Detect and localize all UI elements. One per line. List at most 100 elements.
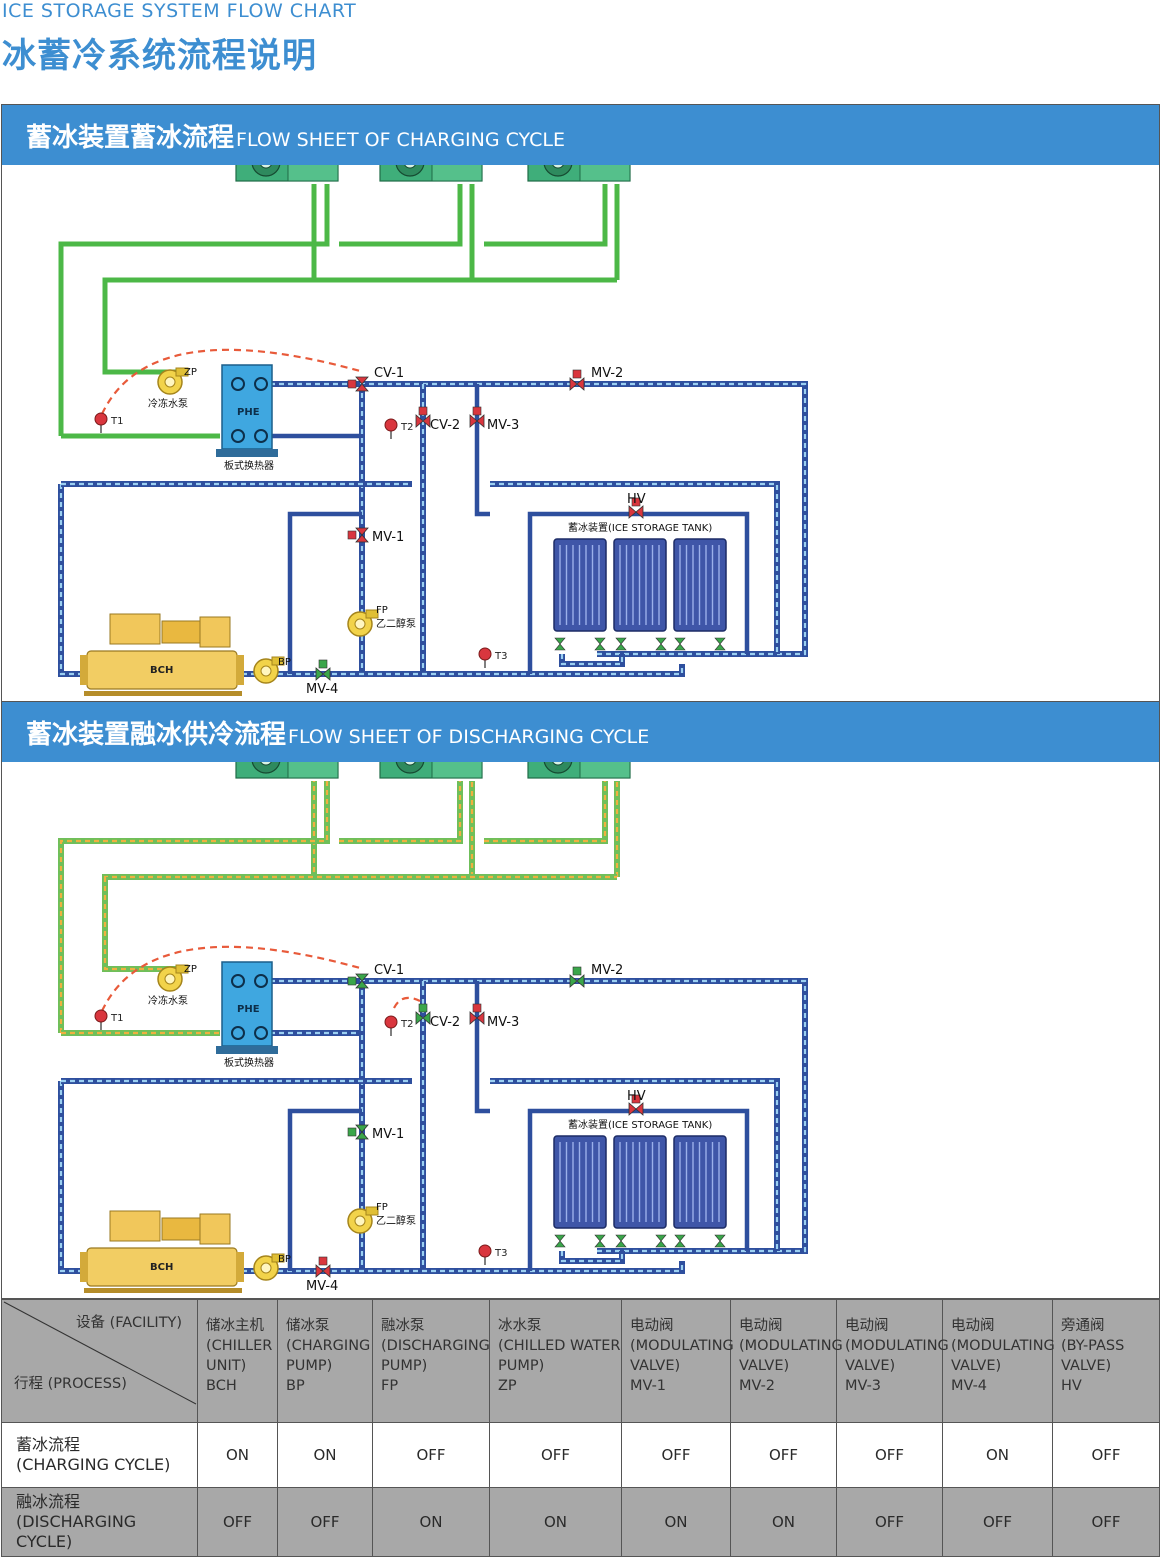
fp-pump-icon-outlet <box>365 609 379 619</box>
phe-base <box>216 1046 278 1054</box>
t2-sensor-label: T2 <box>400 1019 413 1030</box>
t1-sensor-label: T1 <box>110 416 123 427</box>
ahu-fan-hub-1 <box>260 762 272 766</box>
phe-cn-label: 板式换热器 <box>224 459 274 472</box>
cv1-label: CV-1 <box>374 366 404 381</box>
pipe-load-2 <box>58 184 330 436</box>
pipe-glycol-bch-left-flow <box>59 484 87 676</box>
pipe-load-5 <box>484 781 608 844</box>
ahu-coil-2 <box>431 762 483 779</box>
pipe-load-5-flow <box>484 781 607 843</box>
cell-discharging-fp: ON <box>372 1487 490 1557</box>
phe-port <box>231 429 245 443</box>
pipe-load-3 <box>339 781 463 844</box>
cell-discharging-mv1: ON <box>621 1487 731 1557</box>
ahu-fan-icon-2 <box>395 762 425 774</box>
ahu-coil-1 <box>287 762 339 779</box>
cell-discharging-zp: ON <box>489 1487 622 1557</box>
mv2-label: MV-2 <box>591 963 623 978</box>
cv2-valve <box>415 406 431 428</box>
pipe-load-3 <box>339 184 463 247</box>
cell-discharging-mv3: OFF <box>836 1487 943 1557</box>
pipe-load-zp <box>102 280 180 375</box>
tank-valve-3 <box>615 637 627 651</box>
cell-charging-hv: OFF <box>1052 1422 1160 1488</box>
pipe-load-3-flow <box>339 781 462 843</box>
mv3-valve <box>469 1003 485 1025</box>
charging-diagram: 风机盘管AHU风机盘管AHU风机盘管AHUZP冷冻水泵PHE板式换热器T1T2T… <box>58 165 808 697</box>
cell-charging-bp: ON <box>277 1422 373 1488</box>
ahu-coil-3 <box>579 165 631 182</box>
cv2-label: CV-2 <box>430 418 460 433</box>
pipe-glycol-bottom-flow <box>242 1261 684 1273</box>
mv4-label: MV-4 <box>306 682 338 697</box>
zp-pump-icon-outlet <box>175 367 189 377</box>
bch-gear <box>199 1213 231 1245</box>
row-label-discharging: 融冰流程(DISCHARGING CYCLE) <box>1 1487 198 1557</box>
header-title-en: ICE STORAGE SYSTEM FLOW CHART <box>2 0 357 22</box>
bch-motor <box>161 1217 203 1241</box>
mv3-label: MV-3 <box>487 418 519 433</box>
pipe-glycol-mv3 <box>474 384 490 517</box>
pipe-load-2-flow <box>59 781 329 1033</box>
fp-pump-icon-outlet <box>365 1206 379 1216</box>
t3-sensor-label: T3 <box>494 1248 507 1259</box>
ahu-fan-hub-1 <box>260 165 272 169</box>
bch-label: BCH <box>150 665 173 676</box>
phe-port <box>254 377 268 391</box>
phe-label: PHE <box>237 1004 260 1015</box>
pipe-glycol-bottom-flow <box>242 664 684 676</box>
mv4-valve <box>315 1256 331 1278</box>
pipe-glycol-mv2-flow <box>270 382 807 656</box>
t1-sensor <box>94 412 108 426</box>
tank-valve-6 <box>714 1234 726 1248</box>
bch-cap-left <box>80 655 88 685</box>
zp-pump-icon-outlet <box>175 964 189 974</box>
cell-charging-mv3: OFF <box>836 1422 943 1488</box>
zp-cn-label: 冷冻水泵 <box>148 397 188 410</box>
corner-diagonal <box>3 1301 197 1405</box>
ahu-fan-icon-1 <box>251 165 281 177</box>
diagram-content: 风机盘管AHU风机盘管AHU风机盘管AHUZP冷冻水泵PHE板式换热器T1T2T… <box>58 762 808 1294</box>
ahu-fan-hub-2 <box>404 762 416 766</box>
discharging-title-en: FLOW SHEET OF DISCHARGING CYCLE <box>288 726 650 748</box>
mv1-valve <box>347 1124 369 1140</box>
bch-cap-left <box>80 1252 88 1282</box>
mv2-valve <box>569 966 585 988</box>
bp-pump-icon-hub <box>260 665 272 677</box>
bch-gear <box>199 616 231 648</box>
t1-sensor-label: T1 <box>110 1013 123 1024</box>
cell-charging-bch: ON <box>197 1422 278 1488</box>
fp-cn-label: 乙二醇泵 <box>376 1214 416 1227</box>
cell-discharging-hv: OFF <box>1052 1487 1160 1557</box>
cv1-label: CV-1 <box>374 963 404 978</box>
bp-label: BP <box>278 1254 291 1265</box>
pipe-glycol-mv3 <box>474 981 490 1114</box>
pipe-glycol-tank-right-flow <box>490 482 779 654</box>
mv2-label: MV-2 <box>591 366 623 381</box>
bch-motor <box>161 620 203 644</box>
tank-label: 蓄冰装置(ICE STORAGE TANK) <box>568 521 712 534</box>
tank-valve-4 <box>655 637 667 651</box>
cv2-label: CV-2 <box>430 1015 460 1030</box>
tank-valve-2 <box>594 637 606 651</box>
cell-discharging-bch: OFF <box>197 1487 278 1557</box>
phe-port <box>254 1026 268 1040</box>
zp-pump-icon-hub <box>164 376 176 388</box>
tank-label: 蓄冰装置(ICE STORAGE TANK) <box>568 1118 712 1131</box>
pipe-load-zp-flow <box>103 877 180 971</box>
tank-valve-4 <box>655 1234 667 1248</box>
header-title-cn: 冰蓄冷系统流程说明 <box>2 36 317 76</box>
corner-facility-label: 设备 (FACILITY) <box>76 1315 183 1331</box>
charging-title-en: FLOW SHEET OF CHARGING CYCLE <box>236 129 565 151</box>
bp-pump-icon-outlet <box>271 656 285 666</box>
